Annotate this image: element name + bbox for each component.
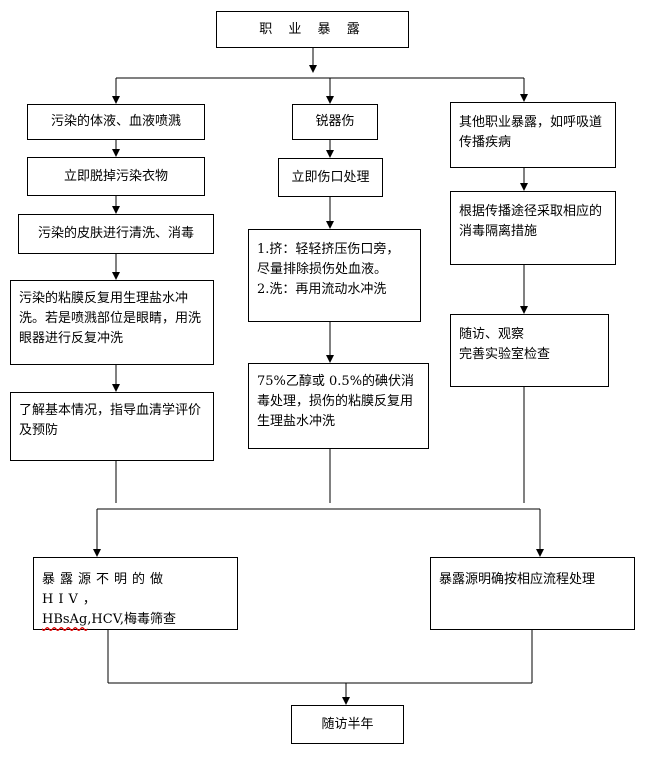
wound-treatment-box: 立即伤口处理 (278, 158, 383, 197)
unknown-source-line2: HBsAg,HCV,梅毒筛查 (42, 610, 229, 630)
six-month-followup-box: 随访半年 (291, 705, 404, 744)
isolation-measures-box: 根据传播途径采取相应的消毒隔离措施 (450, 191, 616, 265)
unknown-source-line2-rest: ,HCV,梅毒筛查 (87, 612, 176, 627)
sharps-injury-box: 锐器伤 (292, 104, 378, 140)
unknown-source-screening-box: 暴露源不明的做 HIV， HBsAg,HCV,梅毒筛查 (33, 557, 238, 630)
squeeze-wash-box: 1.挤：轻轻挤压伤口旁， 尽量排除损伤处血液。 2.洗：再用流动水冲洗 (248, 229, 421, 322)
remove-clothing-box: 立即脱掉污染衣物 (27, 157, 205, 196)
known-source-box: 暴露源明确按相应流程处理 (430, 557, 635, 630)
hbsag-term: HBsAg (42, 612, 88, 627)
body-fluid-splash-box: 污染的体液、血液喷溅 (27, 104, 205, 140)
skin-cleaning-box: 污染的皮肤进行清洗、消毒 (18, 214, 214, 254)
unknown-source-line1: 暴露源不明的做 HIV， (42, 572, 169, 607)
other-exposure-box: 其他职业暴露，如呼吸道传播疾病 (450, 102, 616, 168)
occupational-exposure-box: 职 业 暴 露 (216, 11, 409, 48)
serology-guidance-box: 了解基本情况，指导血清学评价及预防 (10, 392, 214, 461)
followup-observe-box: 随访、观察 完善实验室检查 (450, 314, 609, 387)
disinfect-box: 75%乙醇或 0.5%的碘伏消毒处理，损伤的粘膜反复用生理盐水冲洗 (248, 363, 429, 449)
mucosa-flush-box: 污染的粘膜反复用生理盐水冲洗。若是喷溅部位是眼睛，用洗眼器进行反复冲洗 (10, 280, 214, 365)
